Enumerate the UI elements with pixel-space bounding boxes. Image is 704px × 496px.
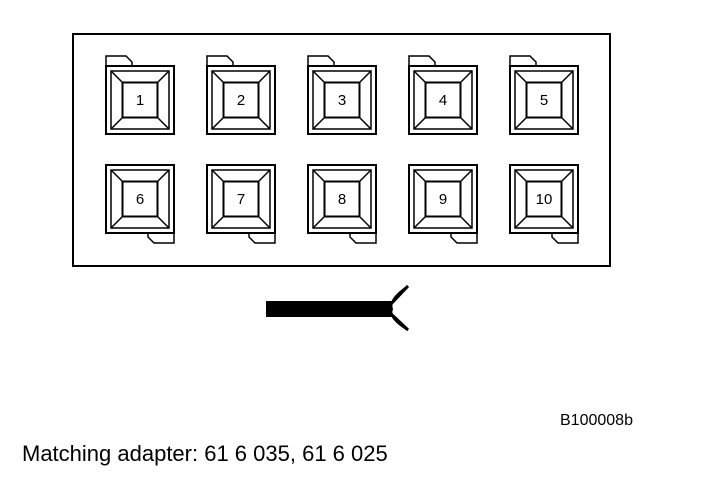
- pin-latch: [349, 233, 377, 244]
- pin-bevel-line: [156, 70, 170, 84]
- pin-row-bottom: 6 7 8 9 10: [105, 164, 579, 244]
- pin-bevel-line: [514, 169, 528, 183]
- pin-bevel-line: [413, 169, 427, 183]
- pin-bevel-line: [110, 70, 124, 84]
- pin-bevel-line: [560, 70, 574, 84]
- pin-bevel-line: [312, 169, 326, 183]
- pin-latch: [248, 233, 276, 244]
- pin-cavity: 10: [509, 164, 579, 244]
- pin-mid-frame: [110, 70, 170, 130]
- pin-bevel-line: [358, 70, 372, 84]
- pin-bevel-line: [211, 116, 225, 130]
- pin-number: 6: [136, 191, 144, 208]
- pin-bevel-line: [156, 215, 170, 229]
- pin-cavity: 3: [307, 55, 377, 135]
- pin-socket: [121, 81, 159, 119]
- pin-latch: [307, 55, 335, 66]
- pin-cavity: 9: [408, 164, 478, 244]
- pin-bevel-line: [257, 70, 271, 84]
- pin-mid-frame: [514, 169, 574, 229]
- pin-bevel-line: [110, 169, 124, 183]
- wire-harness-icon: [266, 284, 410, 332]
- pin-bevel-line: [110, 215, 124, 229]
- pin-latch: [147, 233, 175, 244]
- pin-bevel-line: [514, 215, 528, 229]
- pin-cavity: 2: [206, 55, 276, 135]
- pin-cavity: 1: [105, 55, 175, 135]
- pin-socket: [323, 180, 361, 218]
- pin-row-top: 1 2 3 4 5: [105, 55, 579, 135]
- figure-caption: Matching adapter: 61 6 035, 61 6 025: [22, 441, 388, 466]
- pin-bevel-line: [211, 215, 225, 229]
- pin-bevel-line: [358, 169, 372, 183]
- pin-number: 4: [439, 92, 447, 109]
- pin-cavity: 7: [206, 164, 276, 244]
- pin-bevel-line: [312, 215, 326, 229]
- pin-latch: [105, 55, 133, 66]
- pin-mid-frame: [413, 70, 473, 130]
- pin-bevel-line: [257, 116, 271, 130]
- pin-mid-frame: [211, 70, 271, 130]
- pin-cavity: 5: [509, 55, 579, 135]
- wire-terminal-curve: [390, 285, 409, 331]
- pin-bevel-line: [358, 215, 372, 229]
- pin-bevel-line: [514, 70, 528, 84]
- pin-bevel-line: [358, 116, 372, 130]
- pin-number: 9: [439, 191, 447, 208]
- pin-bevel-line: [514, 116, 528, 130]
- pin-bevel-line: [211, 70, 225, 84]
- pin-bevel-line: [312, 116, 326, 130]
- pin-latch: [206, 55, 234, 66]
- pin-socket: [525, 81, 563, 119]
- pin-bevel-line: [560, 116, 574, 130]
- pin-latch: [408, 55, 436, 66]
- pin-cavity: 4: [408, 55, 478, 135]
- pin-number: 7: [237, 191, 245, 208]
- pin-bevel-line: [413, 215, 427, 229]
- pin-socket: [222, 180, 260, 218]
- pin-bevel-line: [110, 116, 124, 130]
- pin-bevel-line: [459, 70, 473, 84]
- pin-bevel-line: [156, 169, 170, 183]
- pin-number: 3: [338, 92, 346, 109]
- pin-latch: [509, 55, 537, 66]
- pin-bevel-line: [413, 70, 427, 84]
- pin-socket: [525, 180, 563, 218]
- pin-latch: [551, 233, 579, 244]
- pin-mid-frame: [312, 169, 372, 229]
- pin-bevel-line: [211, 169, 225, 183]
- wire-cable: [266, 301, 392, 317]
- pin-bevel-line: [560, 215, 574, 229]
- pin-bevel-line: [257, 215, 271, 229]
- connector-housing: [72, 33, 611, 267]
- pin-cavity: 8: [307, 164, 377, 244]
- pin-number: 5: [540, 92, 548, 109]
- pin-number: 10: [536, 191, 553, 208]
- pin-cavity: 6: [105, 164, 175, 244]
- pin-bevel-line: [156, 116, 170, 130]
- pin-latch: [450, 233, 478, 244]
- pin-mid-frame: [110, 169, 170, 229]
- pin-mid-frame: [312, 70, 372, 130]
- pin-bevel-line: [459, 116, 473, 130]
- pin-bevel-line: [459, 215, 473, 229]
- pin-bevel-line: [257, 169, 271, 183]
- pin-bevel-line: [459, 169, 473, 183]
- pin-socket: [222, 81, 260, 119]
- pin-bevel-line: [560, 169, 574, 183]
- pin-mid-frame: [413, 169, 473, 229]
- figure-reference-code: B100008b: [560, 412, 633, 429]
- pin-bevel-line: [413, 116, 427, 130]
- pin-socket: [323, 81, 361, 119]
- pin-socket: [121, 180, 159, 218]
- pin-socket: [424, 180, 462, 218]
- pin-mid-frame: [211, 169, 271, 229]
- pin-number: 2: [237, 92, 245, 109]
- pin-number: 8: [338, 191, 346, 208]
- pin-bevel-line: [312, 70, 326, 84]
- pin-socket: [424, 81, 462, 119]
- pin-mid-frame: [514, 70, 574, 130]
- pin-number: 1: [136, 92, 144, 109]
